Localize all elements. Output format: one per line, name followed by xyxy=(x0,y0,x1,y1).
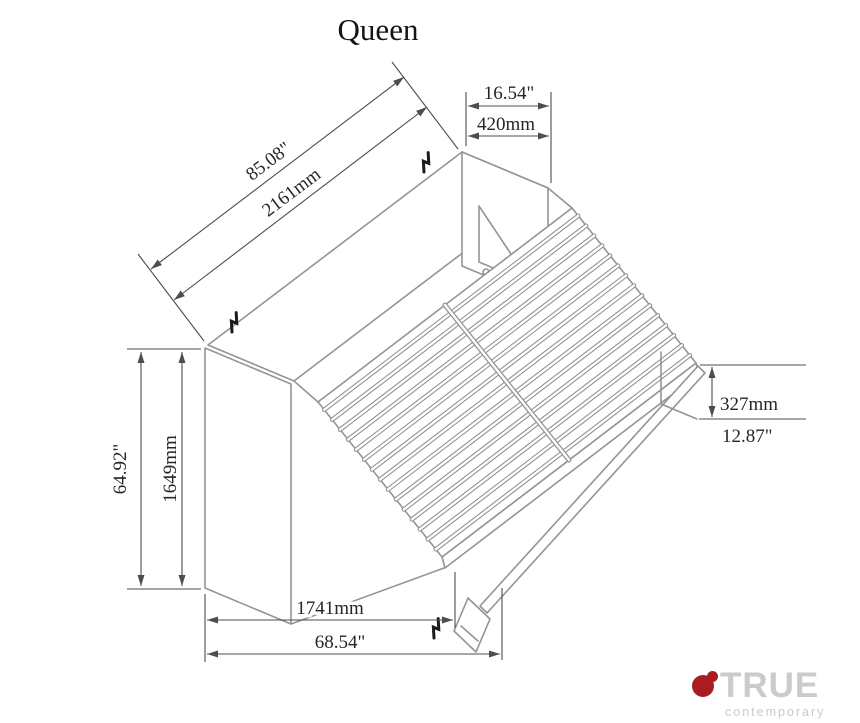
mount-bracket-icon xyxy=(421,151,431,174)
cabinet-left-panel xyxy=(204,347,292,625)
dim-depth-mm: 420mm xyxy=(477,114,535,135)
logo-brand-text: TRUE xyxy=(720,666,820,705)
murphy-bed-drawing xyxy=(204,151,706,653)
brand-logo: TRUE contemporary xyxy=(692,668,857,719)
hinge-edge-right xyxy=(547,187,573,209)
hinge-edge-left xyxy=(293,380,319,403)
bed-center-rail xyxy=(442,302,572,463)
logo-dot-icon xyxy=(692,670,718,697)
leg-hardware xyxy=(660,351,698,420)
dimension-lines xyxy=(127,61,806,662)
dim-drop-mm: 327mm xyxy=(720,394,778,415)
dim-base-mm: 1741mm xyxy=(296,598,364,619)
dim-height-inches: 64.92" xyxy=(110,444,131,495)
bed-slats xyxy=(321,213,693,552)
dim-depth-inches: 16.54" xyxy=(484,83,535,104)
cabinet-base-edge xyxy=(290,567,445,625)
logo-tagline: contemporary xyxy=(725,705,826,719)
dim-base-inches: 68.54" xyxy=(315,632,366,653)
dim-height-mm: 1649mm xyxy=(160,435,181,503)
page-title: Queen xyxy=(338,12,419,47)
kick-rail xyxy=(479,365,706,614)
mount-bracket-icon xyxy=(229,311,239,334)
foot-bracket-icon xyxy=(431,617,441,640)
kick-foot-detail xyxy=(460,625,479,642)
dim-length-inches: 85.08" xyxy=(242,138,295,185)
dim-drop-inches: 12.87" xyxy=(722,426,773,447)
